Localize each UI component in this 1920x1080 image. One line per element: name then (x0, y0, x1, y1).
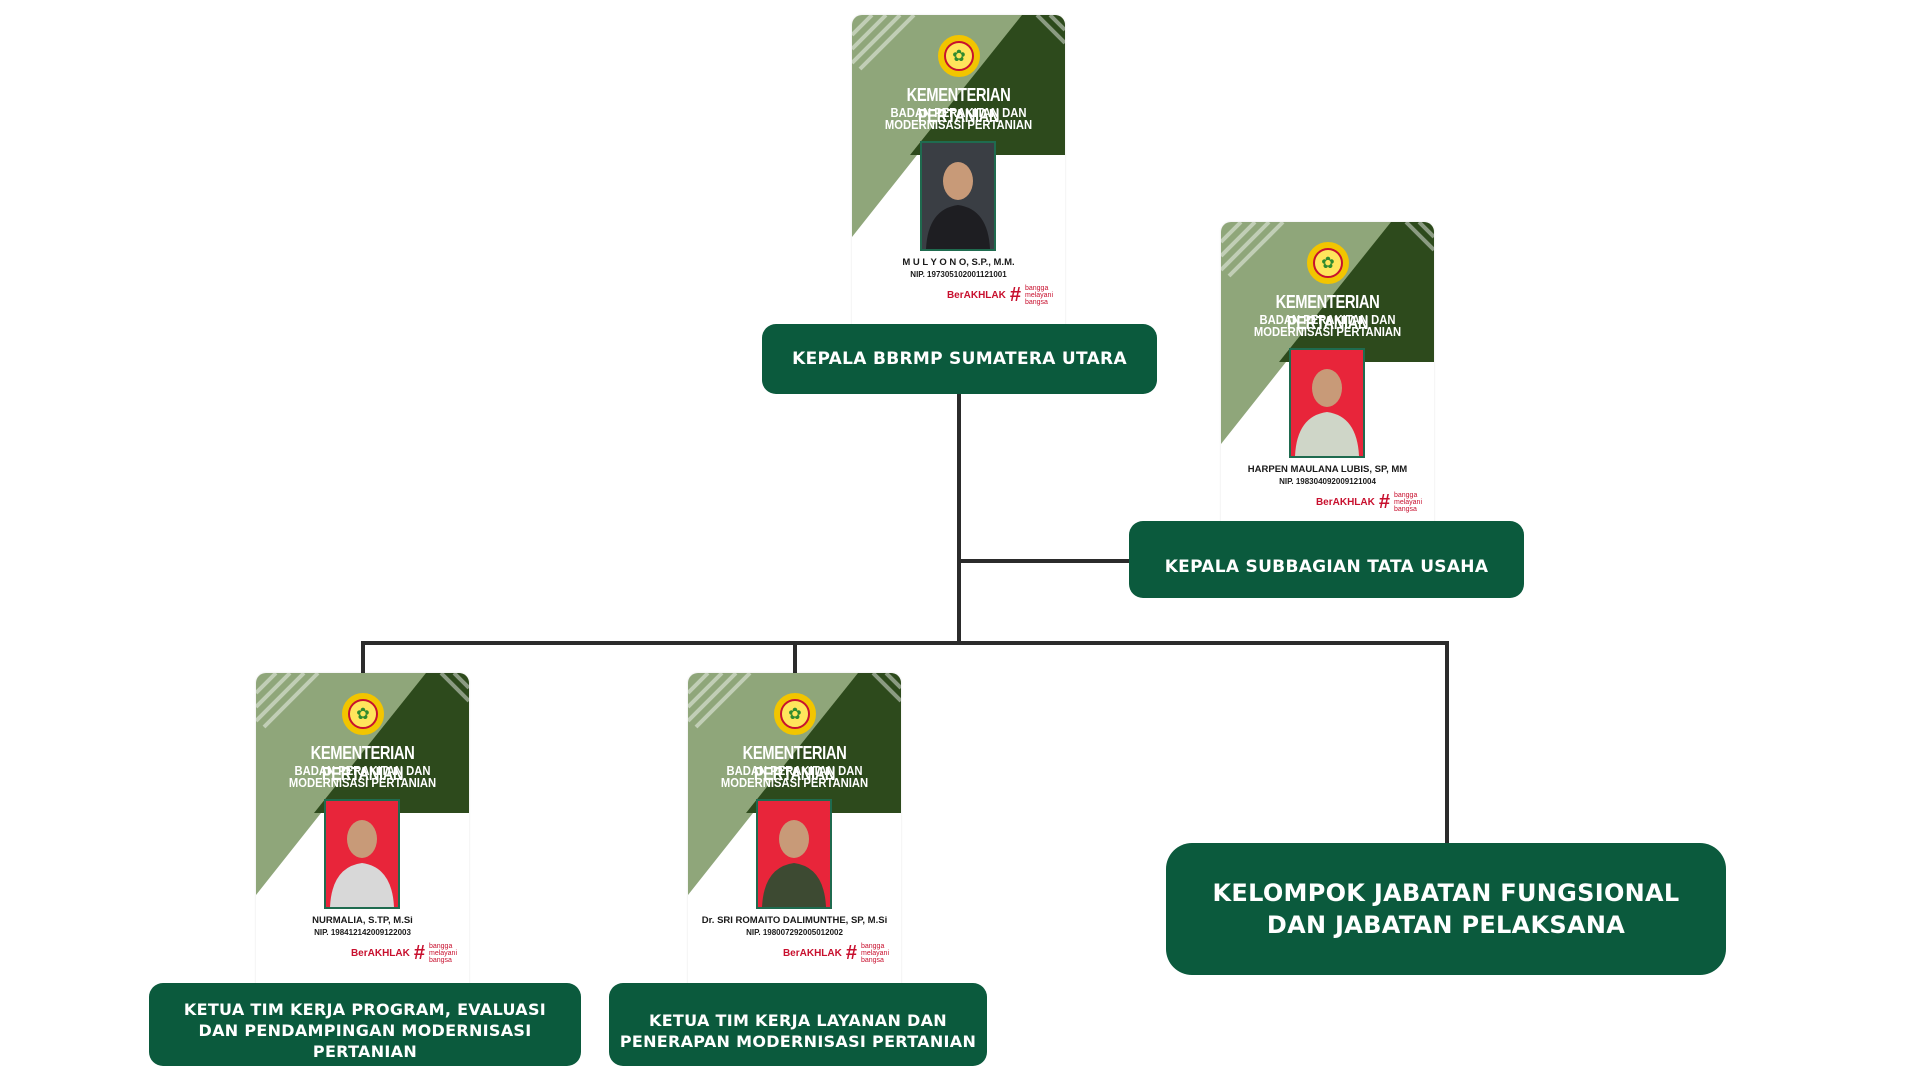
org-title: KEMENTERIAN PERTANIAN (906, 85, 1011, 126)
org-subtitle-line: MODERNISASI PERTANIAN (288, 776, 437, 790)
berakhlak-text: BerAKHLAK (782, 947, 842, 959)
connector-line (361, 641, 365, 675)
person-name: HARPEN MAULANA LUBIS, SP, MM (1247, 464, 1408, 475)
tagline-line: bangsa (1024, 298, 1048, 306)
hashtag-icon: # (413, 942, 425, 964)
org-subtitle-line: BADAN PERAKITAN DAN (890, 106, 1027, 120)
connector-line (957, 394, 961, 645)
org-subtitle-line: MODERNISASI PERTANIAN (720, 776, 869, 790)
org-subtitle-line: MODERNISASI PERTANIAN (1253, 325, 1402, 339)
connector-line (793, 641, 797, 675)
person-nip: NIP. 198304092009121004 (1279, 477, 1376, 486)
id-card: ✿ KEMENTERIAN PERTANIAN BADAN PERAKITAN … (852, 15, 1065, 345)
connector-line (361, 641, 1449, 645)
person-name: M U L Y O N O, S.P., M.M. (902, 257, 1015, 268)
role-text: KETUA TIM KERJA LAYANAN DAN (649, 1010, 947, 1030)
tagline-line: bangga (860, 942, 885, 950)
functional-group-box: KELOMPOK JABATAN FUNGSIONAL DAN JABATAN … (1166, 843, 1726, 975)
role-text: DAN PENDAMPINGAN MODERNISASI PERTANIAN (198, 1021, 532, 1061)
ministry-logo-icon: ✿ (938, 35, 980, 77)
role-text: PENERAPAN MODERNISASI PERTANIAN (619, 1031, 977, 1051)
berakhlak-text: BerAKHLAK (1315, 496, 1375, 508)
org-subtitle-line: BADAN PERAKITAN DAN (726, 764, 863, 778)
ministry-logo-icon: ✿ (1307, 242, 1349, 284)
role-text: KEPALA SUBBAGIAN TATA USAHA (1164, 556, 1489, 577)
org-subtitle-line: MODERNISASI PERTANIAN (884, 118, 1033, 132)
tagline-line: melayani (428, 949, 457, 957)
tagline-line: bangsa (860, 956, 884, 964)
card-background (256, 673, 469, 895)
tagline-line: melayani (1024, 291, 1053, 299)
person-nip: NIP. 198007292005012002 (746, 928, 843, 937)
person-nip: NIP. 197305102001121001 (910, 270, 1007, 279)
tagline-line: bangsa (1393, 505, 1417, 513)
berakhlak-text: BerAKHLAK (946, 289, 1006, 301)
tagline-line: melayani (1393, 498, 1422, 506)
card-background (1221, 222, 1434, 444)
person-photo (324, 799, 400, 909)
card-background (852, 15, 1065, 237)
tagline-line: bangga (1393, 491, 1418, 499)
tagline-line: bangga (1024, 284, 1049, 292)
person-name: NURMALIA, S.TP, M.Si (312, 915, 413, 926)
person-photo (756, 799, 832, 909)
tagline-line: melayani (860, 949, 889, 957)
role-label-tim-layanan: KETUA TIM KERJA LAYANAN DAN PENERAPAN MO… (609, 983, 987, 1066)
role-text: KETUA TIM KERJA PROGRAM, EVALUASI (183, 1000, 547, 1019)
card-background (688, 673, 901, 895)
id-card: ✿ KEMENTERIAN PERTANIAN BADAN PERAKITAN … (688, 673, 901, 1003)
berakhlak-text: BerAKHLAK (350, 947, 410, 959)
hashtag-icon: # (1009, 284, 1021, 306)
id-card: ✿ KEMENTERIAN PERTANIAN BADAN PERAKITAN … (256, 673, 469, 1003)
ministry-logo-icon: ✿ (342, 693, 384, 735)
tagline-line: bangsa (428, 956, 452, 964)
functional-group-text: KELOMPOK JABATAN FUNGSIONAL (1212, 879, 1680, 907)
role-label-tim-program: KETUA TIM KERJA PROGRAM, EVALUASI DAN PE… (149, 983, 581, 1066)
role-text: KEPALA BBRMP SUMATERA UTARA (792, 349, 1127, 369)
person-name: Dr. SRI ROMAITO DALIMUNTHE, SP, M.Si (701, 915, 888, 926)
role-label-subbagian: KEPALA SUBBAGIAN TATA USAHA (1129, 521, 1524, 598)
hashtag-icon: # (845, 942, 857, 964)
org-title: KEMENTERIAN PERTANIAN (310, 743, 415, 784)
role-label-kepala: KEPALA BBRMP SUMATERA UTARA (762, 324, 1157, 394)
person-photo (920, 141, 996, 251)
org-title: KEMENTERIAN PERTANIAN (1275, 292, 1380, 333)
connector-line (959, 559, 1131, 563)
person-photo (1289, 348, 1365, 458)
org-subtitle-line: BADAN PERAKITAN DAN (1259, 313, 1396, 327)
tagline-line: bangga (428, 942, 453, 950)
id-card: ✿ KEMENTERIAN PERTANIAN BADAN PERAKITAN … (1221, 222, 1434, 552)
connector-line (1445, 641, 1449, 845)
org-subtitle-line: BADAN PERAKITAN DAN (294, 764, 431, 778)
org-title: KEMENTERIAN PERTANIAN (742, 743, 847, 784)
functional-group-text: DAN JABATAN PELAKSANA (1266, 911, 1626, 939)
hashtag-icon: # (1378, 491, 1390, 513)
ministry-logo-icon: ✿ (774, 693, 816, 735)
person-nip: NIP. 198412142009122003 (314, 928, 411, 937)
